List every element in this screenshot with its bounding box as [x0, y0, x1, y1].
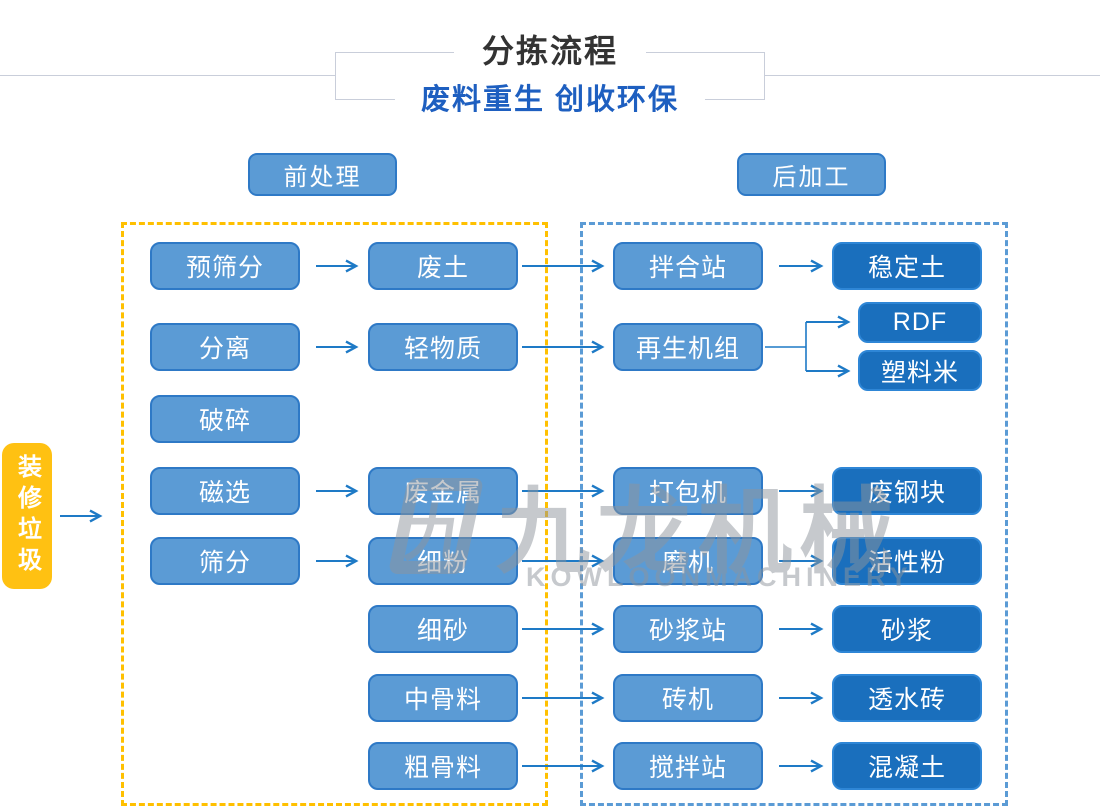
node-crushing: 破碎 — [150, 395, 300, 443]
node-permeable-brick: 透水砖 — [832, 674, 982, 722]
node-light-material: 轻物质 — [368, 323, 518, 371]
node-magnetic-sorting: 磁选 — [150, 467, 300, 515]
node-brick-machine: 砖机 — [613, 674, 763, 722]
node-coarse-aggregate: 粗骨料 — [368, 742, 518, 790]
node-waste-soil: 废土 — [368, 242, 518, 290]
page-subtitle: 废料重生 创收环保 — [394, 84, 706, 116]
node-mixing-station: 拌合站 — [613, 242, 763, 290]
section-post-processing: 后加工 — [737, 153, 886, 196]
node-fine-sand: 细砂 — [368, 605, 518, 653]
node-concrete-station: 搅拌站 — [613, 742, 763, 790]
node-baler: 打包机 — [613, 467, 763, 515]
node-regen-unit: 再生机组 — [613, 323, 763, 371]
post-processing-region — [580, 222, 1008, 806]
source-decoration-waste: 装修垃圾 — [2, 443, 52, 589]
node-concrete: 混凝土 — [832, 742, 982, 790]
node-active-powder: 活性粉 — [832, 537, 982, 585]
node-rdf: RDF — [858, 302, 982, 343]
node-mill: 磨机 — [613, 537, 763, 585]
node-scrap-steel: 废钢块 — [832, 467, 982, 515]
node-separation: 分离 — [150, 323, 300, 371]
node-mortar: 砂浆 — [832, 605, 982, 653]
node-fine-powder: 细粉 — [368, 537, 518, 585]
node-medium-aggregate: 中骨料 — [368, 674, 518, 722]
title-rule-right — [765, 75, 1100, 76]
section-pre-processing: 前处理 — [248, 153, 397, 196]
node-scrap-metal: 废金属 — [368, 467, 518, 515]
pre-processing-region — [121, 222, 548, 806]
title-rule-left — [0, 75, 335, 76]
node-mortar-station: 砂浆站 — [613, 605, 763, 653]
node-stabilized-soil: 稳定土 — [832, 242, 982, 290]
arrow-regen-fork-stem — [765, 322, 807, 371]
node-screening: 筛分 — [150, 537, 300, 585]
node-plastic-pellet: 塑料米 — [858, 350, 982, 391]
node-pre-screening: 预筛分 — [150, 242, 300, 290]
page-title: 分拣流程 — [453, 33, 647, 69]
